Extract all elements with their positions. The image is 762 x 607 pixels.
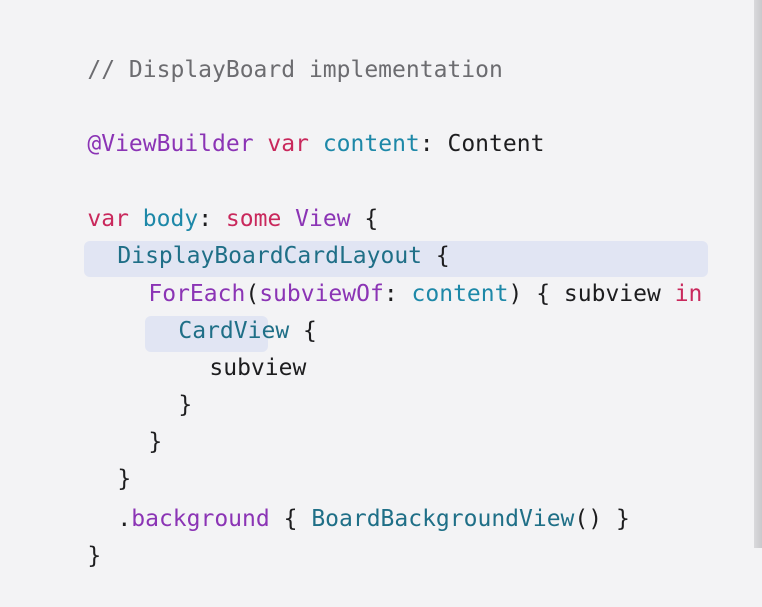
var-keyword: var bbox=[87, 206, 129, 232]
displayboardcardlayout-type: DisplayBoardCardLayout bbox=[117, 243, 423, 269]
subview-parameter: subview bbox=[563, 281, 661, 307]
some-keyword: some bbox=[225, 206, 282, 232]
close-paren: ) bbox=[508, 281, 523, 307]
code-line-close-layout: } bbox=[62, 428, 131, 492]
code-line-layout: DisplayBoardCardLayout { bbox=[62, 205, 449, 269]
content-identifier: content bbox=[322, 131, 420, 157]
call-parens: () bbox=[574, 506, 603, 532]
open-brace: { bbox=[283, 506, 298, 532]
open-paren: ( bbox=[245, 281, 260, 307]
boardbackgroundview-call: BoardBackgroundView bbox=[311, 506, 575, 532]
background-modifier: background bbox=[131, 506, 270, 532]
code-line-subview: subview bbox=[154, 317, 306, 381]
viewbuilder-attribute: @ViewBuilder bbox=[87, 131, 254, 157]
colon: : bbox=[198, 206, 213, 232]
colon: : bbox=[383, 281, 398, 307]
view-type: View bbox=[295, 206, 351, 232]
var-keyword: var bbox=[267, 131, 309, 157]
open-brace: { bbox=[303, 318, 317, 344]
code-line-comment: // DisplayBoard implementation bbox=[32, 19, 502, 83]
code-line-close-cardview: } bbox=[123, 354, 192, 418]
in-keyword: in bbox=[674, 281, 703, 307]
code-line-background: .background { BoardBackgroundView() } bbox=[62, 468, 629, 532]
code-line-content-declaration: @ViewBuilder var content: Content bbox=[32, 93, 544, 157]
code-block: // DisplayBoard implementation @ViewBuil… bbox=[32, 0, 752, 569]
comment-text: // DisplayBoard implementation bbox=[87, 57, 503, 83]
subviewof-label: subviewOf bbox=[259, 281, 384, 307]
code-line-close-foreach: } bbox=[93, 391, 162, 455]
close-brace: } bbox=[178, 392, 193, 418]
code-line-foreach: ForEach(subviewOf: content) { subview in bbox=[93, 243, 702, 307]
slide-edge bbox=[754, 0, 762, 548]
close-brace: } bbox=[117, 466, 132, 492]
cardview-type: CardView bbox=[178, 318, 290, 344]
foreach-highlight bbox=[84, 241, 708, 277]
close-brace: } bbox=[148, 429, 163, 455]
open-brace: { bbox=[536, 281, 551, 307]
dot: . bbox=[117, 506, 132, 532]
content-argument: content bbox=[411, 281, 509, 307]
close-brace: } bbox=[615, 506, 630, 532]
colon: : bbox=[419, 131, 434, 157]
content-type: Content bbox=[447, 131, 545, 157]
subview-value: subview bbox=[209, 355, 307, 381]
code-line-body-declaration: var body: some View { bbox=[32, 168, 378, 232]
open-brace: { bbox=[435, 243, 450, 269]
foreach-type: ForEach bbox=[148, 281, 246, 307]
open-brace: { bbox=[364, 206, 379, 232]
close-brace: } bbox=[87, 543, 102, 569]
body-identifier: body bbox=[142, 206, 199, 232]
subview-highlight bbox=[145, 316, 268, 352]
code-line-cardview: CardView { bbox=[123, 280, 317, 344]
code-line-close-body: } bbox=[32, 505, 101, 569]
